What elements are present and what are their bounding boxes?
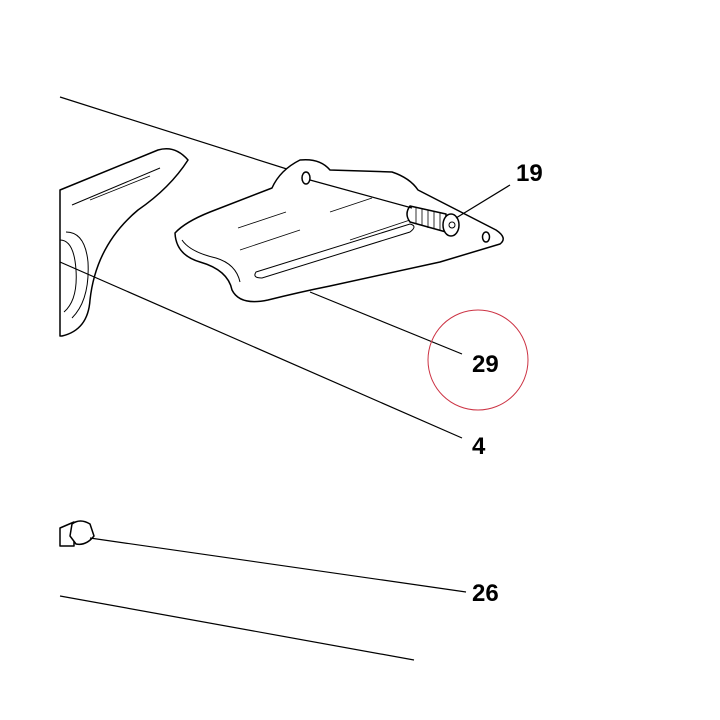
reference-line-bottom <box>59 595 415 661</box>
leader-line-bolt-axis <box>309 179 413 209</box>
bracket-plate-29 <box>174 158 504 303</box>
callout-19: 19 <box>516 160 543 187</box>
leader-line-29 <box>309 291 463 355</box>
callout-26: 26 <box>472 580 499 607</box>
bolt-26 <box>59 520 95 547</box>
leader-line-4 <box>59 261 463 439</box>
leader-line-26 <box>89 537 467 593</box>
bolt-19 <box>406 205 460 237</box>
leader-line-19 <box>455 184 511 219</box>
callout-29: 29 <box>472 351 499 378</box>
callout-4: 4 <box>472 433 486 460</box>
reference-line-top <box>59 96 291 171</box>
frame-part-4 <box>59 148 189 337</box>
highlight-circle <box>427 309 529 411</box>
